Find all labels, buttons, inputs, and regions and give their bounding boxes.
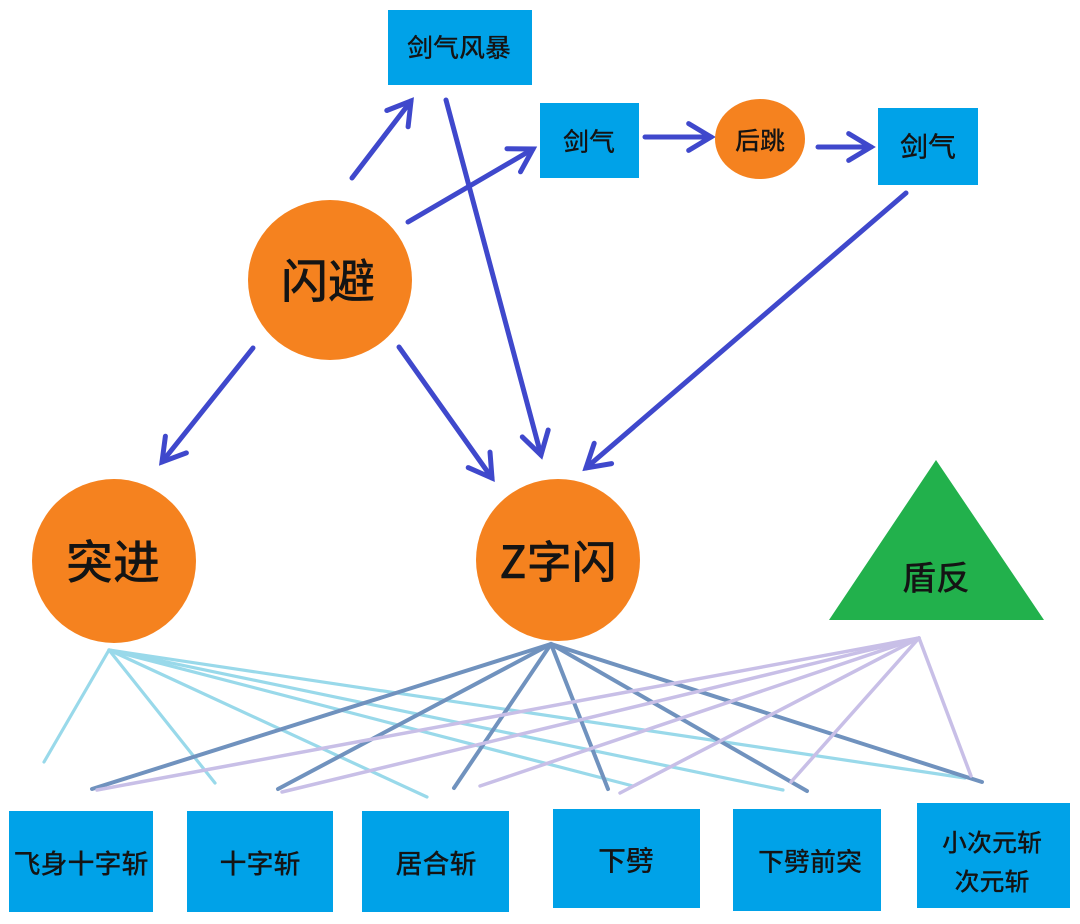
arrow-dodge-to-sword-qi-1: [504, 146, 538, 175]
node-shield-parry: [829, 460, 1044, 620]
arrow-dodge-to-dash: [158, 433, 189, 466]
shield-parry-fan-line-to-down-chop-lunge: [789, 636, 921, 784]
arrow-dodge-to-z-flash: [465, 449, 495, 482]
node-label-sword-qi-storm: [407, 34, 511, 60]
arrow-sword-qi-2-to-z-flash: [583, 190, 909, 471]
dash-fan-line-to-flying-cross-slash: [42, 648, 111, 764]
z-flash-fan-line-to-dimension-slash: [549, 642, 984, 784]
arrow-sword-qi-storm-to-z-flash: [519, 427, 551, 460]
node-label-sword-qi-1: [563, 128, 615, 154]
z-flash-fan-line-to-cross-slash: [276, 642, 553, 791]
node-label-dimension-slash-line2: [955, 869, 1029, 893]
shield-parry-fan-line-to-iai-slash: [478, 636, 921, 788]
arrow-dodge-to-z-flash: [396, 344, 495, 481]
node-label-flying-cross-slash: [15, 850, 148, 876]
node-label-down-chop: [599, 846, 653, 874]
z-flash-fan-line-to-down-chop: [549, 642, 610, 791]
arrow-sword-qi-1-to-back-jump: [686, 121, 716, 153]
node-label-sword-qi-2: [900, 132, 956, 159]
arrow-dodge-to-dash: [159, 345, 256, 465]
dash-fan-line-to-cross-slash: [107, 648, 217, 785]
node-sword-qi-2: [878, 108, 978, 185]
shield-parry-fan-line-to-cross-slash: [280, 636, 921, 794]
arrow-sword-qi-storm-to-z-flash: [443, 97, 544, 458]
node-label-down-chop-lunge: [759, 848, 862, 874]
node-label-dash: [68, 538, 159, 583]
arrow-dodge-to-sword-qi-storm: [349, 98, 414, 181]
node-label-iai-slash: [396, 850, 476, 876]
shield-parry-fan-line-to-dimension-slash: [917, 636, 973, 778]
node-label-dodge: [284, 258, 374, 302]
arrow-back-jump-to-sword-qi-2: [846, 131, 876, 163]
arrow-sword-qi-2-to-z-flash: [582, 440, 615, 472]
shield-parry-fan-line-to-flying-cross-slash: [95, 636, 921, 792]
node-dimension-slash: [917, 803, 1070, 908]
arrow-dodge-to-sword-qi-storm: [384, 97, 414, 130]
node-label-shield-parry: [903, 561, 969, 593]
node-cross-slash: [187, 811, 333, 912]
z-flash-fan-line-to-flying-cross-slash: [90, 642, 553, 791]
node-sword-qi-storm: [388, 10, 532, 85]
node-label-z-flash: [501, 539, 614, 582]
node-label-back-jump: [735, 128, 785, 152]
node-back-jump: [715, 99, 805, 179]
dash-fan-line-to-iai-slash: [107, 648, 429, 799]
node-down-chop: [553, 809, 700, 908]
shield-parry-fan-line-to-down-chop: [618, 636, 921, 795]
node-z-flash: [476, 479, 640, 641]
node-dash: [32, 479, 196, 643]
node-sword-qi-1: [540, 103, 639, 178]
node-label-cross-slash: [220, 850, 300, 876]
dash-fan-line-to-dimension-slash: [107, 648, 967, 780]
node-label-dimension-slash-line1: [942, 830, 1042, 854]
